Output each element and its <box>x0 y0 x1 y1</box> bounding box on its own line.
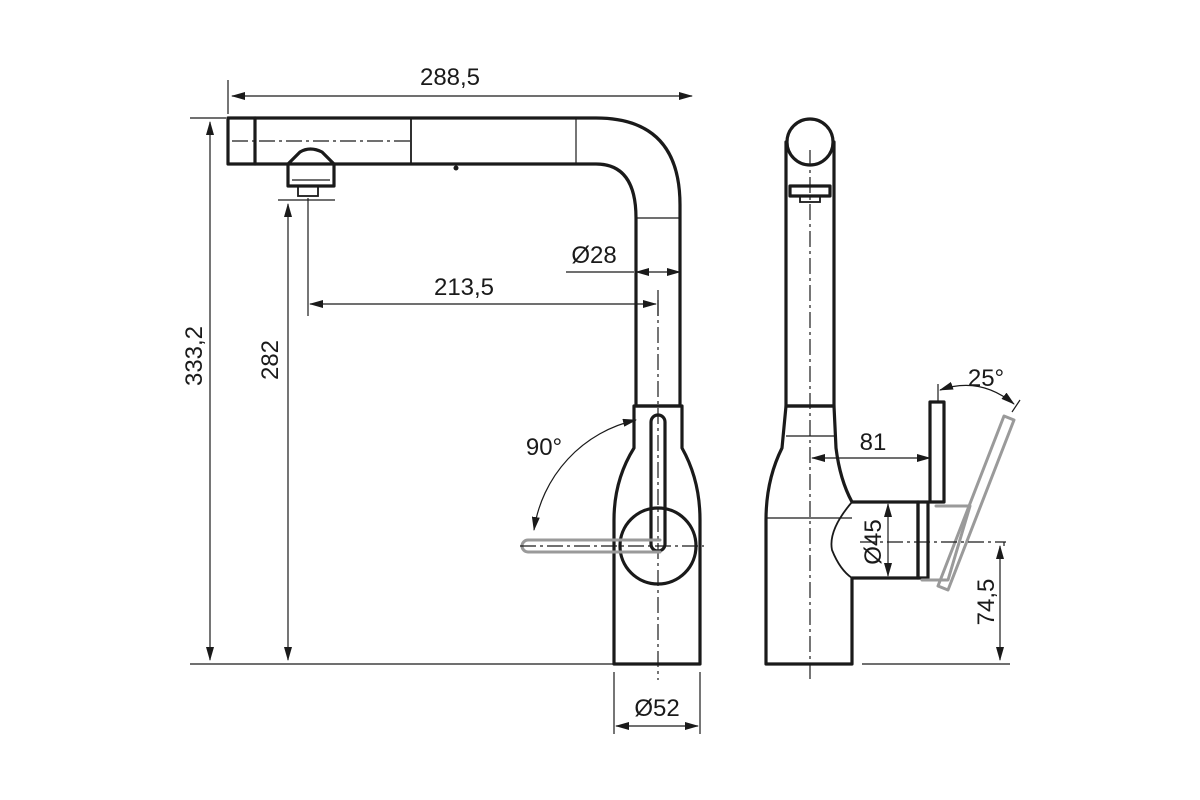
side-handle-plate <box>916 500 930 580</box>
overall-reach-label: 288,5 <box>420 64 480 91</box>
spout-height-label: 282 <box>257 340 284 380</box>
handle-rotation-label: 90° <box>526 434 562 461</box>
front-view <box>226 116 704 680</box>
side-handle-lever <box>928 400 946 504</box>
total-height-label: 333,2 <box>181 326 208 386</box>
handle-diameter-label: Ø45 <box>860 519 887 564</box>
aerator <box>297 185 319 197</box>
spout-button <box>453 165 459 171</box>
side-body <box>764 404 920 666</box>
spout-diameter-label: Ø28 <box>571 242 616 269</box>
base-diameter-label: Ø52 <box>634 695 679 722</box>
side-aerator-tip <box>799 195 821 203</box>
side-view <box>764 117 1016 680</box>
handle-tilt-arc <box>939 381 1015 405</box>
faucet-body <box>612 404 702 666</box>
handle-tilt-label: 25° <box>968 365 1004 392</box>
side-handle-tilted-ghost <box>936 414 1016 592</box>
body-depth-label: 81 <box>860 429 887 456</box>
handle-lever <box>649 413 667 553</box>
spout-reach-label: 213,5 <box>434 274 494 301</box>
handle-rotation-arc <box>531 418 637 531</box>
side-handle-cup <box>830 501 853 579</box>
side-handle-tilted-base <box>920 504 972 582</box>
handle-height-label: 74,5 <box>973 579 1000 626</box>
spout-arm <box>253 116 682 408</box>
tilt-ext-angled <box>1011 399 1021 413</box>
spray-nozzle <box>286 147 336 188</box>
